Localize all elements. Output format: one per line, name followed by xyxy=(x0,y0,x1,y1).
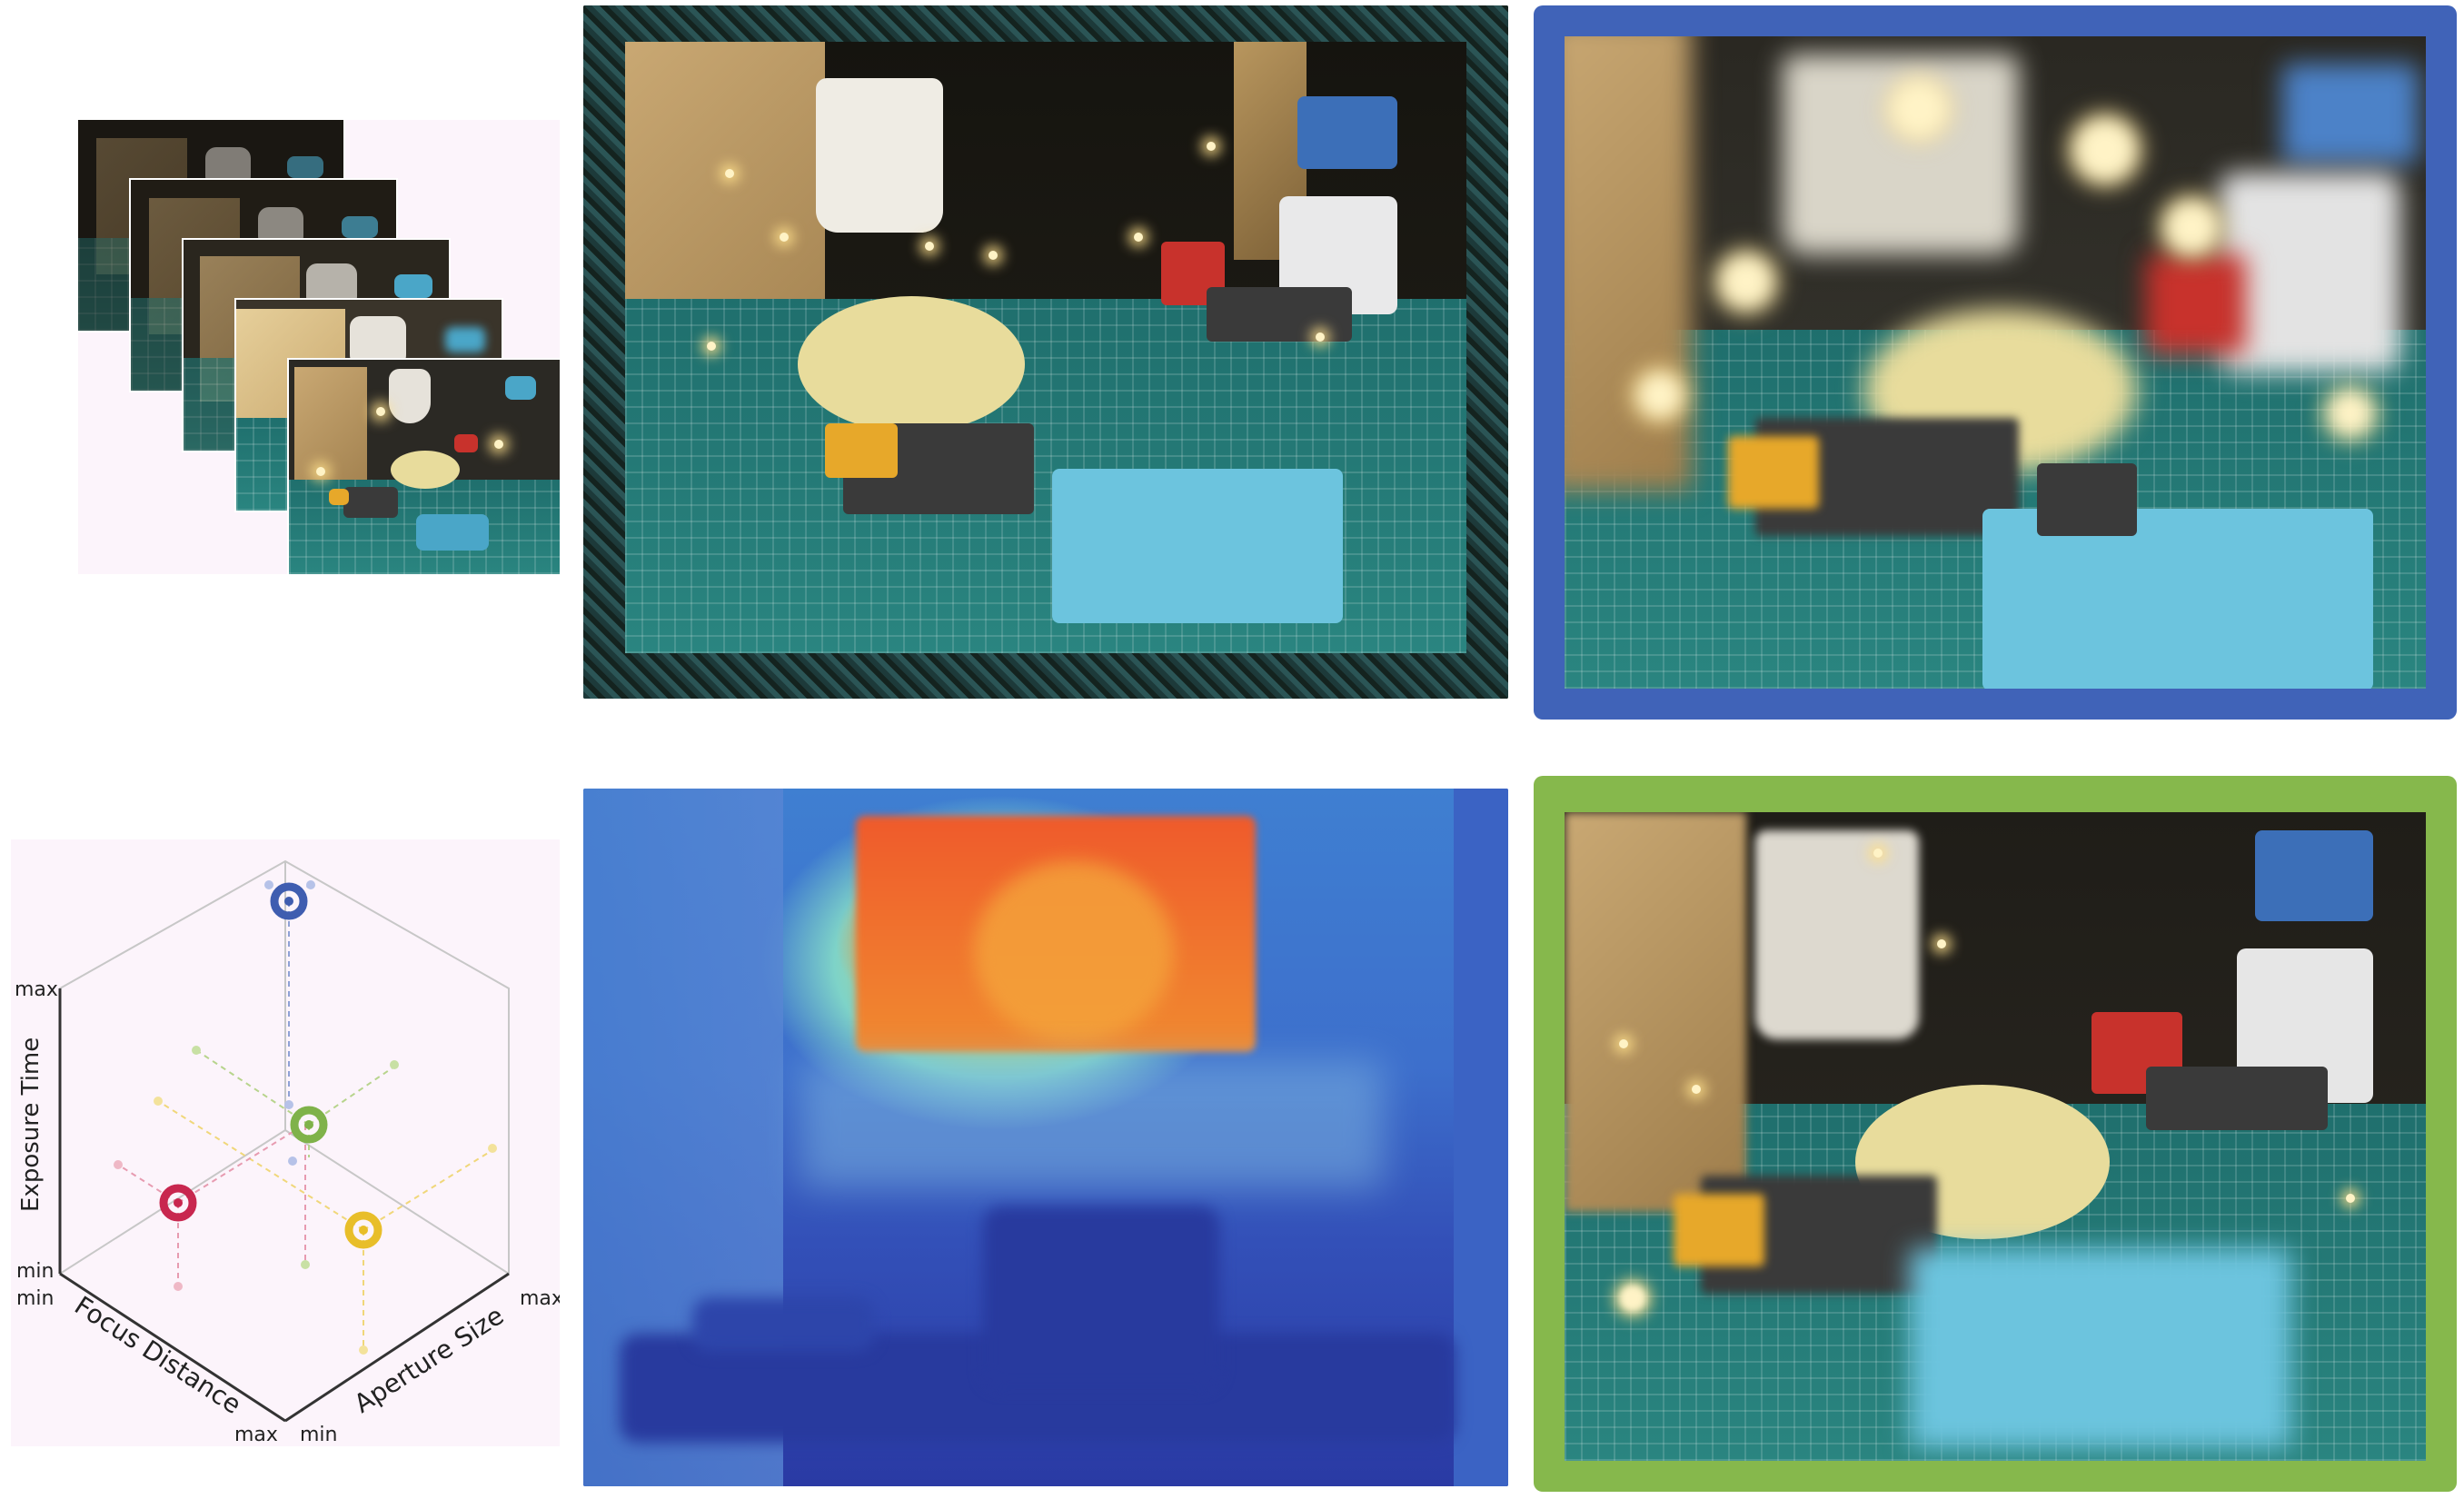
axis-right xyxy=(284,1129,510,1275)
aperture-size-label: Aperture Size xyxy=(349,1300,509,1419)
projections-red xyxy=(117,1125,306,1286)
parameter-diagram-svg: max min Exposure Time min max Focus Dist… xyxy=(15,859,560,1446)
all-in-focus-image xyxy=(583,5,1508,699)
marker-green xyxy=(290,1106,328,1144)
parameter-diagram: max min Exposure Time min max Focus Dist… xyxy=(11,839,560,1446)
roller-toy xyxy=(1052,469,1343,623)
aperture-min-label: min xyxy=(300,1424,338,1446)
exposure-time-label: Exposure Time xyxy=(17,1037,45,1212)
render-blue-frame xyxy=(1534,5,2457,720)
depth-map xyxy=(583,789,1508,1486)
stack-frame-5 xyxy=(289,360,560,574)
marker-blue xyxy=(270,882,308,920)
capture-stack-panel xyxy=(78,120,560,574)
scene-inner xyxy=(625,42,1466,653)
focus-max-label: max xyxy=(234,1424,278,1446)
tape-roll xyxy=(798,296,1025,432)
exposure-max-label: max xyxy=(15,978,58,1001)
axis-left xyxy=(59,1129,286,1275)
focus-min-label: min xyxy=(16,1287,55,1310)
forklift-toy xyxy=(1297,96,1397,169)
mug xyxy=(816,78,943,233)
marker-red xyxy=(159,1184,197,1222)
projections-yellow xyxy=(157,1100,493,1350)
marker-yellow xyxy=(344,1211,383,1249)
exposure-min-label: min xyxy=(16,1260,55,1283)
projections-green xyxy=(195,1049,395,1157)
base-axis-left xyxy=(59,1272,286,1423)
base-axis-right xyxy=(284,1272,510,1423)
render-green-frame xyxy=(1534,776,2457,1492)
aperture-max-label: max xyxy=(520,1287,560,1310)
focus-distance-label: Focus Distance xyxy=(69,1290,246,1420)
